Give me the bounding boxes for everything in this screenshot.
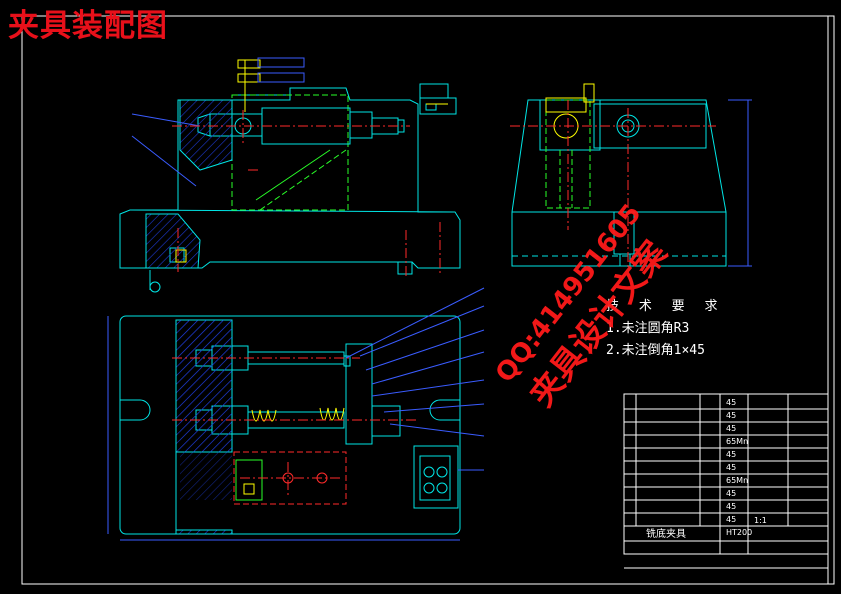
side-view [510,83,752,270]
tech-req-item-2: 2.未注倒角1×45 [606,343,705,358]
technical-requirements: 技 术 要 求 1.未注圆角R3 2.未注倒角1×45 [606,296,723,362]
parts-list-material: 45 [726,411,736,420]
title-block-scale: 1:1 [754,516,767,525]
title-block-part-name: 铣底夹具 [646,527,686,540]
parts-list-material: 45 [726,502,736,511]
tech-req-item-1: 1.未注圆角R3 [606,321,690,336]
parts-list-material: 45 [726,489,736,498]
parts-list-material: 45 [726,424,736,433]
parts-list-material: 65Mn [726,437,748,446]
top-view [107,287,485,541]
parts-list-material: 45 [726,463,736,472]
parts-list-material: 45 [726,450,736,459]
parts-list-material: 65Mn [726,476,748,485]
parts-list-material: HT200 [726,528,752,537]
tech-req-heading: 技 术 要 求 [606,299,724,314]
parts-list-material: 45 [726,398,736,407]
drawing-title: 夹具装配图 [8,8,168,44]
front-view [119,57,461,293]
parts-list [623,393,829,585]
parts-list-material: 45 [726,515,736,524]
